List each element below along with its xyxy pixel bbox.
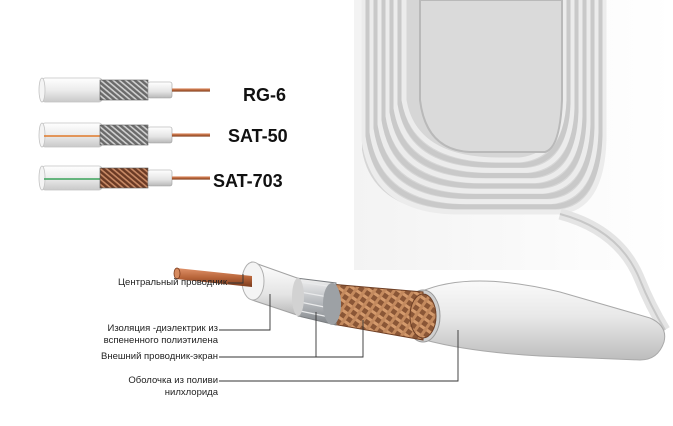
coil-ring <box>393 0 575 173</box>
coil-ring <box>397 0 571 168</box>
coil-ring <box>389 0 579 179</box>
leader-dielectric <box>219 294 271 331</box>
sample-jacket <box>41 77 103 103</box>
coil-ring <box>369 0 599 205</box>
sample-braid <box>99 124 149 146</box>
sample-dielectric <box>147 169 173 187</box>
sample-braid <box>99 79 149 101</box>
leader-lines <box>219 274 459 382</box>
sample-jacket <box>41 122 103 148</box>
sample-braid <box>99 167 149 189</box>
callout-dielectric: Изоляция -диэлектрик из вспененного поли… <box>103 323 218 346</box>
coil-ring <box>381 0 587 189</box>
coil-ring <box>377 0 591 194</box>
coil-ring <box>373 0 595 199</box>
coil-ring <box>365 0 603 210</box>
sample-center-conductor <box>172 88 210 92</box>
model-label-sat50: SAT-50 <box>228 126 288 146</box>
pvc-jacket <box>419 280 666 361</box>
center-conductor <box>176 268 252 287</box>
sample-jacket-end <box>38 77 46 103</box>
leader-shield <box>219 312 364 358</box>
braid-shield <box>329 283 424 341</box>
cable-samples <box>38 77 210 191</box>
callout-jacket: Оболочка из поливи нилхлорида <box>128 375 218 398</box>
sample-jacket-end <box>38 165 46 191</box>
model-label-sat703: SAT-703 <box>213 171 283 191</box>
sample-dielectric <box>147 126 173 144</box>
model-label-rg6: RG-6 <box>243 85 287 105</box>
cable-cutaway <box>173 261 666 361</box>
leader-jacket <box>219 330 459 382</box>
sample-center-conductor <box>172 133 210 137</box>
leader-center-conductor <box>228 274 244 284</box>
cable-coil-image <box>354 0 673 333</box>
sample-jacket <box>41 165 103 191</box>
callout-center-conductor: Центральный проводник <box>118 277 227 288</box>
sample-jacket-end <box>38 122 46 148</box>
coil-ring <box>385 0 583 184</box>
coil-ring <box>361 0 607 215</box>
sample-center-conductor <box>172 176 210 180</box>
sample-dielectric <box>147 81 173 99</box>
callout-outer-shield: Внешний проводник-экран <box>101 351 218 362</box>
